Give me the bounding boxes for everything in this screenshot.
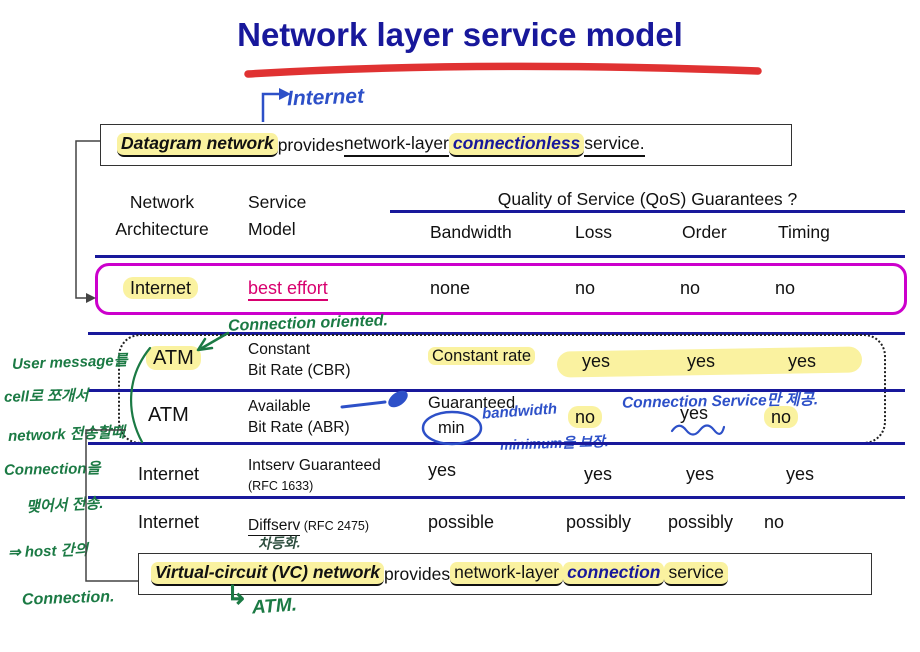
datagram-statement-box: Datagram network provides network-layer … (100, 124, 792, 166)
row-separator-line (88, 442, 905, 445)
table-row-4-timing: yes (786, 464, 815, 484)
handwritten-internet-note: Internet (286, 84, 365, 111)
col-header-bandwidth: Bandwidth (430, 222, 512, 242)
qos-underline (390, 210, 905, 213)
left-note-1: User message를 (11, 351, 128, 374)
row-separator-line (88, 389, 905, 392)
col-header-loss: Loss (575, 222, 612, 242)
table-row-5-model: Diffserv (RFC 2475) (248, 517, 370, 536)
red-underline-stroke (244, 62, 762, 78)
page-title: Network layer service model (237, 16, 683, 53)
table-row-4-arch: Internet (138, 464, 200, 484)
datagram-network-layer: network-layer (343, 133, 449, 157)
table-row-2-arch: ATM (146, 346, 201, 370)
datagram-connectionless: connectionless (448, 133, 585, 157)
table-row-5-loss: possibly (566, 512, 632, 532)
left-note-7: Connection. (21, 588, 115, 609)
table-row-1-bandwidth: none (430, 278, 471, 298)
vc-provides: provides (383, 563, 451, 584)
vc-service: service (664, 562, 728, 586)
left-note-3: network 전송할때 (7, 423, 126, 446)
diffserv-handwritten-note: 차등화. (257, 534, 301, 552)
vc-network-layer: network-layer (450, 562, 564, 586)
table-row-3-arch: ATM (148, 404, 189, 426)
table-row-4-bandwidth: yes (428, 460, 457, 480)
table-row-5-order: possibly (668, 512, 734, 532)
table-row-3-bandwidth-line1: Guaranteed (428, 394, 516, 412)
row-separator-line (88, 496, 905, 499)
datagram-network-label: Datagram network (117, 133, 278, 157)
col-header-timing: Timing (778, 222, 830, 242)
vc-atm-note: ATM. (251, 594, 298, 619)
table-row-5-bandwidth: possible (428, 512, 495, 532)
table-row-2-model: Constant Bit Rate (CBR) (248, 341, 351, 379)
left-note-6: ⇒ host 간의 (7, 541, 89, 562)
table-row-1-timing: no (775, 278, 796, 298)
table-row-5-arch: Internet (138, 512, 200, 532)
table-row-4-loss: yes (584, 464, 613, 484)
col-header-service-model: Service Model (248, 192, 307, 239)
left-note-2: cell로 쪼개서 (3, 387, 89, 406)
col-header-network-architecture: Network Architecture (115, 192, 209, 239)
table-row-1-model: best effort (248, 278, 328, 301)
vc-atm-hook-arrow: ↳ (226, 580, 248, 610)
col-header-order: Order (682, 222, 727, 242)
vc-connection: connection (563, 562, 665, 586)
internet-note-hook-arrow (261, 92, 279, 122)
table-row-3-order: yes (680, 403, 709, 423)
table-row-2-timing: yes (788, 351, 817, 371)
table-row-4-model: Intserv Guaranteed (RFC 1633) (248, 457, 381, 493)
vc-network-label: Virtual-circuit (VC) network (151, 562, 384, 586)
table-row-5-timing: no (764, 512, 785, 532)
row-separator-line (88, 332, 905, 335)
table-row-2-loss: yes (582, 351, 611, 371)
table-row-1-loss: no (575, 278, 596, 298)
vc-statement-box: Virtual-circuit (VC) network provides ne… (138, 553, 872, 595)
qos-header: Quality of Service (QoS) Guarantees ? (497, 189, 798, 209)
table-row-2-bandwidth: Constant rate (428, 347, 536, 366)
table-row-3-bandwidth-line2: min (438, 419, 465, 437)
left-note-4: Connection을 (3, 460, 101, 479)
table-row-3-model: Available Bit Rate (ABR) (248, 398, 350, 436)
left-note-5: 맺어서 전송. (25, 494, 104, 517)
table-row-1-arch: Internet (123, 277, 199, 299)
table-row-3-timing: no (764, 406, 799, 428)
table-row-3-loss: no (568, 406, 603, 428)
datagram-service: service. (584, 133, 645, 157)
table-row-1-order: no (680, 278, 701, 298)
header-separator-line (95, 255, 905, 258)
table-row-2-order: yes (687, 351, 716, 371)
table-row-4-order: yes (686, 464, 715, 484)
datagram-provides: provides (277, 134, 344, 155)
